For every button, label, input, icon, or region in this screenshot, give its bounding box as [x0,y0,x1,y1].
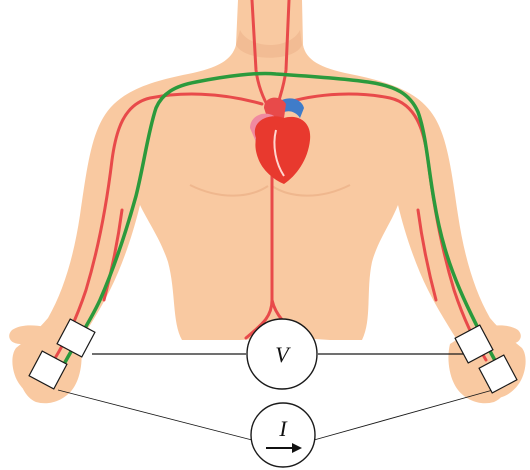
current-wire-left [58,390,252,440]
current-wire-right [314,388,500,440]
voltmeter: V [247,319,317,389]
ammeter: I [251,403,315,467]
